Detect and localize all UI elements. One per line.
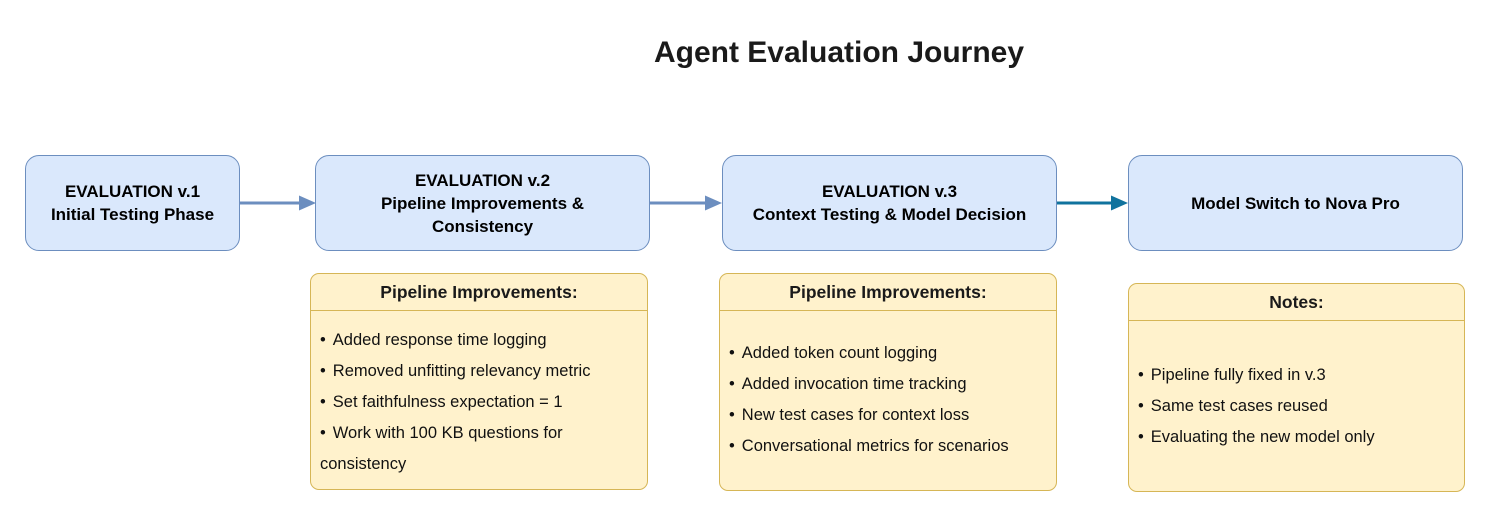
node-title: Model Switch to Nova Pro [1191, 193, 1400, 213]
note-item: • Conversational metrics for scenarios [729, 431, 1047, 462]
node-evaluation-v3: EVALUATION v.3 Context Testing & Model D… [722, 155, 1057, 251]
node-model-switch-nova-pro: Model Switch to Nova Pro [1128, 155, 1463, 251]
arrow-v2-to-v3-icon [650, 195, 722, 211]
note-item-text: New test cases for context loss [741, 406, 970, 424]
note-item-text: Added invocation time tracking [741, 375, 967, 393]
node-evaluation-v2: EVALUATION v.2 Pipeline Improvements & C… [315, 155, 650, 251]
bullet-icon: • [729, 375, 735, 393]
note-item: • Removed unfitting relevancy metric [320, 356, 638, 387]
note-item-text: Conversational metrics for scenarios [741, 437, 1009, 455]
node-subtitle: Pipeline Improvements & [380, 193, 585, 213]
bullet-icon: • [1138, 428, 1144, 446]
note-item-text: Work with 100 KB questions for consisten… [320, 424, 563, 473]
bullet-icon: • [729, 437, 735, 455]
note-pipeline-improvements-v2: Pipeline Improvements: • Added response t… [310, 273, 648, 490]
arrow-v1-to-v2-icon [240, 195, 316, 211]
bullet-icon: • [729, 406, 735, 424]
note-item-text: Added response time logging [332, 331, 547, 349]
note-model-switch: Notes: • Pipeline fully fixed in v.3 • Sam… [1128, 283, 1465, 492]
note-pipeline-improvements-v3: Pipeline Improvements: • Added token coun… [719, 273, 1057, 491]
bullet-icon: • [1138, 397, 1144, 415]
note-item-text: Removed unfitting relevancy metric [332, 362, 591, 380]
node-evaluation-v1: EVALUATION v.1 Initial Testing Phase [25, 155, 240, 251]
note-item: • Same test cases reused [1138, 391, 1455, 422]
node-subtitle: Consistency [431, 216, 534, 236]
note-item: •Work with 100 KB questions for consiste… [320, 418, 638, 480]
note-item-text: Pipeline fully fixed in v.3 [1150, 366, 1326, 384]
note-body: • Pipeline fully fixed in v.3 • Same test … [1129, 321, 1464, 453]
node-title: EVALUATION v.1 [64, 182, 201, 201]
bullet-icon: • [320, 331, 326, 349]
note-item: • Added token count logging [729, 338, 1047, 369]
note-item: • Added response time logging [320, 325, 638, 356]
node-subtitle: Context Testing & Model Decision [752, 205, 1027, 224]
note-body: • Added response time logging • Removed un… [311, 311, 647, 480]
note-item: • New test cases for context loss [729, 400, 1047, 431]
note-item: • Set faithfulness expectation = 1 [320, 387, 638, 418]
note-item-text: Set faithfulness expectation = 1 [332, 393, 563, 411]
note-body: • Added token count logging • Added invoca… [720, 311, 1056, 462]
note-item: • Evaluating the new model only [1138, 422, 1455, 453]
note-header: Notes: [1129, 284, 1464, 321]
bullet-icon: • [320, 393, 326, 411]
note-item-text: Added token count logging [741, 344, 938, 362]
bullet-icon: • [320, 362, 326, 380]
node-title: EVALUATION v.3 [821, 182, 958, 201]
note-item: • Added invocation time tracking [729, 369, 1047, 400]
node-subtitle: Initial Testing Phase [50, 205, 215, 224]
diagram-title: Agent Evaluation Journey [653, 36, 1025, 69]
note-item-text: Same test cases reused [1150, 397, 1328, 415]
note-header: Pipeline Improvements: [720, 274, 1056, 311]
note-item: • Pipeline fully fixed in v.3 [1138, 360, 1455, 391]
node-title: EVALUATION v.2 [414, 170, 551, 190]
arrow-v3-to-nova-icon [1057, 195, 1128, 211]
bullet-icon: • [320, 424, 326, 442]
bullet-icon: • [729, 344, 735, 362]
note-header: Pipeline Improvements: [311, 274, 647, 311]
note-item-text: Evaluating the new model only [1150, 428, 1375, 446]
bullet-icon: • [1138, 366, 1144, 384]
